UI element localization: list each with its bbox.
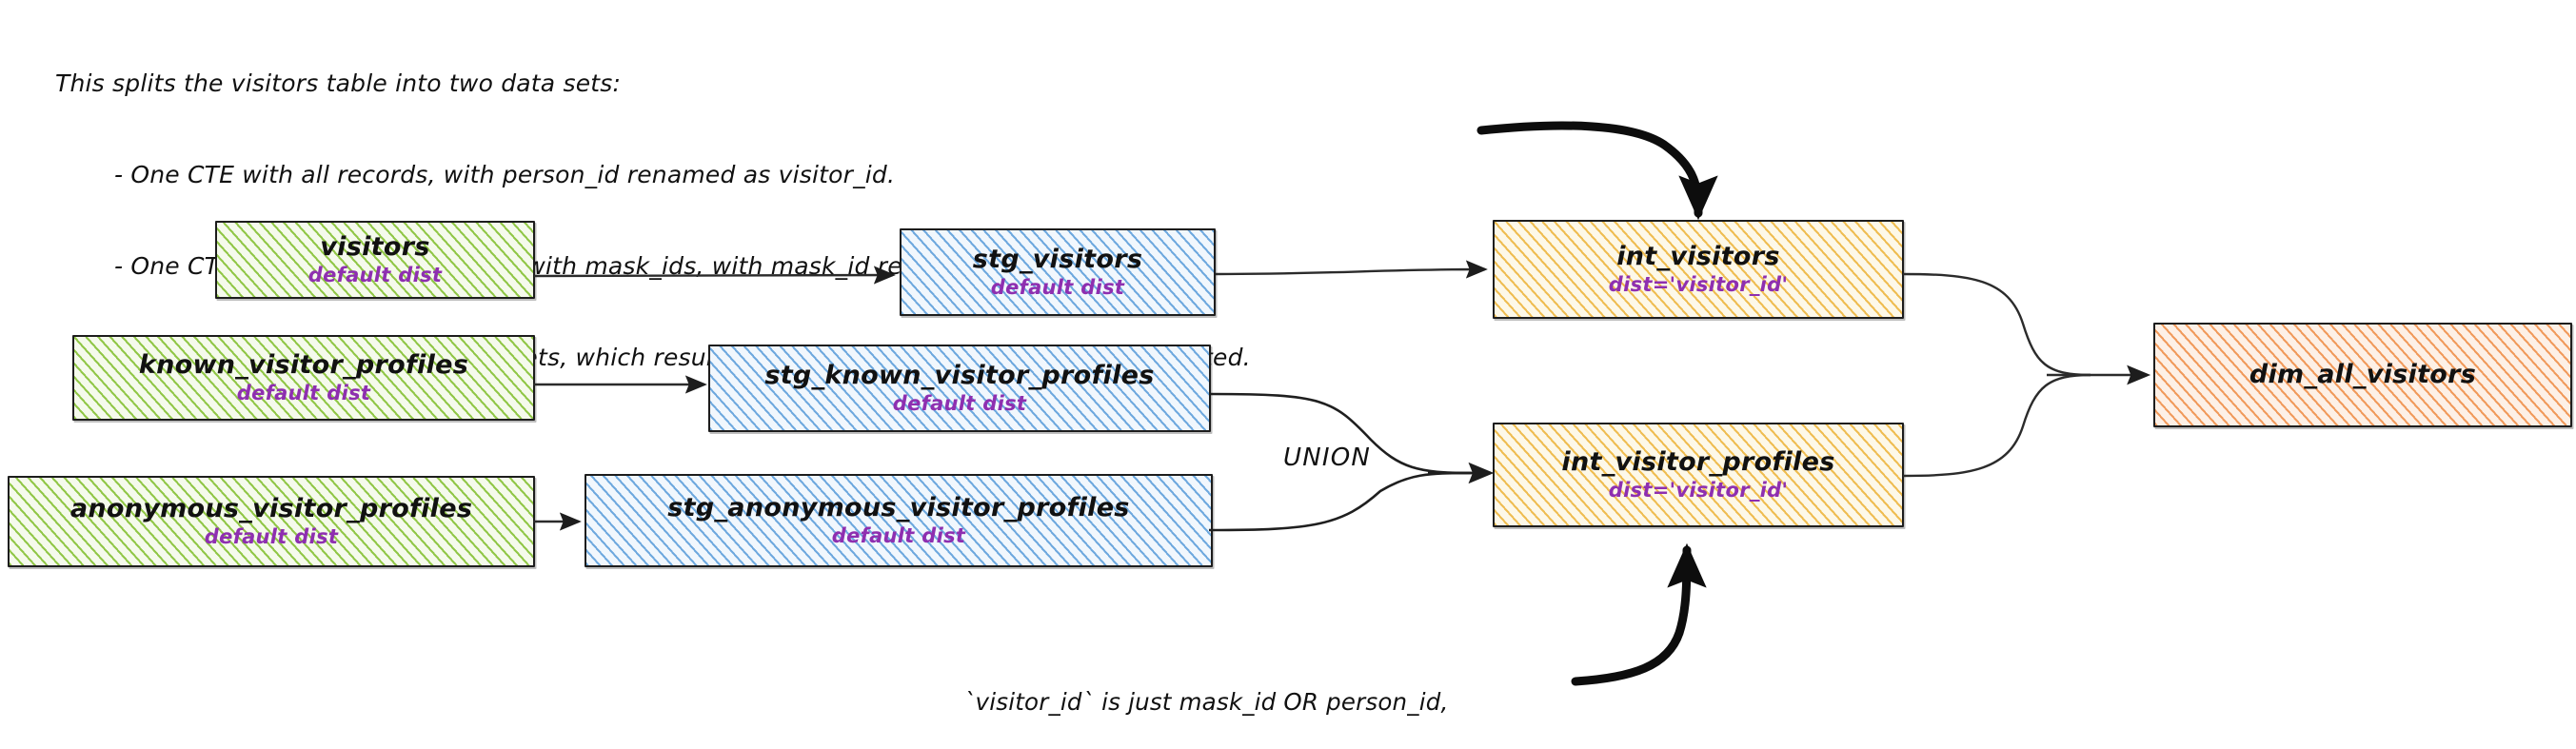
node-known-visitor-profiles-subtitle: default dist bbox=[236, 381, 371, 404]
edge-stg-visitors-to-int-visitors bbox=[1215, 260, 1488, 279]
node-stg-visitors-subtitle: default dist bbox=[990, 275, 1125, 299]
node-stg-anonymous-visitor-profiles-subtitle: default dist bbox=[831, 523, 966, 547]
node-anonymous-visitor-profiles-subtitle: default dist bbox=[204, 524, 339, 548]
node-int-visitor-profiles-title: int_visitor_profiles bbox=[1561, 446, 1835, 477]
node-stg-known-visitor-profiles-subtitle: default dist bbox=[892, 391, 1027, 415]
annotation-arrow-to-int-visitors bbox=[1476, 121, 1718, 221]
bottom-annotation-line-1: `visitor_id` is just mask_id OR person_i… bbox=[963, 688, 1449, 716]
node-fill-hatch-yellow bbox=[1495, 424, 1902, 525]
bottom-annotation: `visitor_id` is just mask_id OR person_i… bbox=[931, 623, 1481, 749]
node-dim-all-visitors[interactable]: dim_all_visitors bbox=[2153, 323, 2572, 427]
node-anonymous-visitor-profiles-title: anonymous_visitor_profiles bbox=[69, 493, 473, 523]
node-fill-hatch-orange bbox=[2155, 325, 2570, 425]
node-fill-hatch-green bbox=[10, 478, 533, 565]
node-int-visitor-profiles[interactable]: int_visitor_profiles dist='visitor_id' bbox=[1493, 423, 1904, 527]
node-int-visitor-profiles-subtitle: dist='visitor_id' bbox=[1608, 478, 1789, 502]
node-known-visitor-profiles-title: known_visitor_profiles bbox=[138, 349, 469, 380]
node-visitors[interactable]: visitors default dist bbox=[215, 221, 535, 299]
node-int-visitors-subtitle: dist='visitor_id' bbox=[1608, 272, 1789, 296]
node-fill-hatch-blue bbox=[710, 346, 1209, 430]
node-stg-anonymous-visitor-profiles[interactable]: stg_anonymous_visitor_profiles default d… bbox=[585, 474, 1213, 567]
node-dim-all-visitors-title: dim_all_visitors bbox=[2249, 360, 2477, 389]
node-stg-known-visitor-profiles[interactable]: stg_known_visitor_profiles default dist bbox=[708, 345, 1211, 432]
node-visitors-subtitle: default dist bbox=[307, 263, 443, 286]
node-stg-anonymous-visitor-profiles-title: stg_anonymous_visitor_profiles bbox=[667, 492, 1130, 522]
edge-int-visitors-to-dim-all-visitors bbox=[1902, 272, 2091, 377]
node-stg-visitors[interactable]: stg_visitors default dist bbox=[900, 228, 1216, 316]
node-stg-visitors-title: stg_visitors bbox=[972, 244, 1143, 274]
node-fill-hatch-green bbox=[74, 337, 533, 419]
annotation-arrow-to-int-visitor-profiles bbox=[1571, 542, 1707, 686]
node-fill-hatch-green bbox=[217, 223, 533, 297]
node-fill-hatch-blue bbox=[586, 476, 1211, 565]
node-int-visitors[interactable]: int_visitors dist='visitor_id' bbox=[1493, 220, 1904, 319]
header-annotation-line-1: This splits the visitors table into two … bbox=[55, 69, 622, 97]
header-annotation-line-2: - One CTE with all records, with person_… bbox=[114, 161, 896, 188]
node-known-visitor-profiles[interactable]: known_visitor_profiles default dist bbox=[72, 335, 535, 421]
node-fill-hatch-yellow bbox=[1495, 222, 1902, 317]
union-edge-label: UNION bbox=[1283, 443, 1372, 472]
edge-int-visitor-profiles-to-dim-all-visitors bbox=[1902, 373, 2091, 478]
node-anonymous-visitor-profiles[interactable]: anonymous_visitor_profiles default dist bbox=[8, 476, 535, 567]
edge-stg-anonymous-to-int-visitor-profiles bbox=[1208, 471, 1472, 532]
node-int-visitors-title: int_visitors bbox=[1616, 241, 1780, 271]
node-stg-known-visitor-profiles-title: stg_known_visitor_profiles bbox=[764, 360, 1155, 390]
node-visitors-title: visitors bbox=[320, 231, 430, 262]
node-fill-hatch-blue bbox=[902, 230, 1214, 314]
